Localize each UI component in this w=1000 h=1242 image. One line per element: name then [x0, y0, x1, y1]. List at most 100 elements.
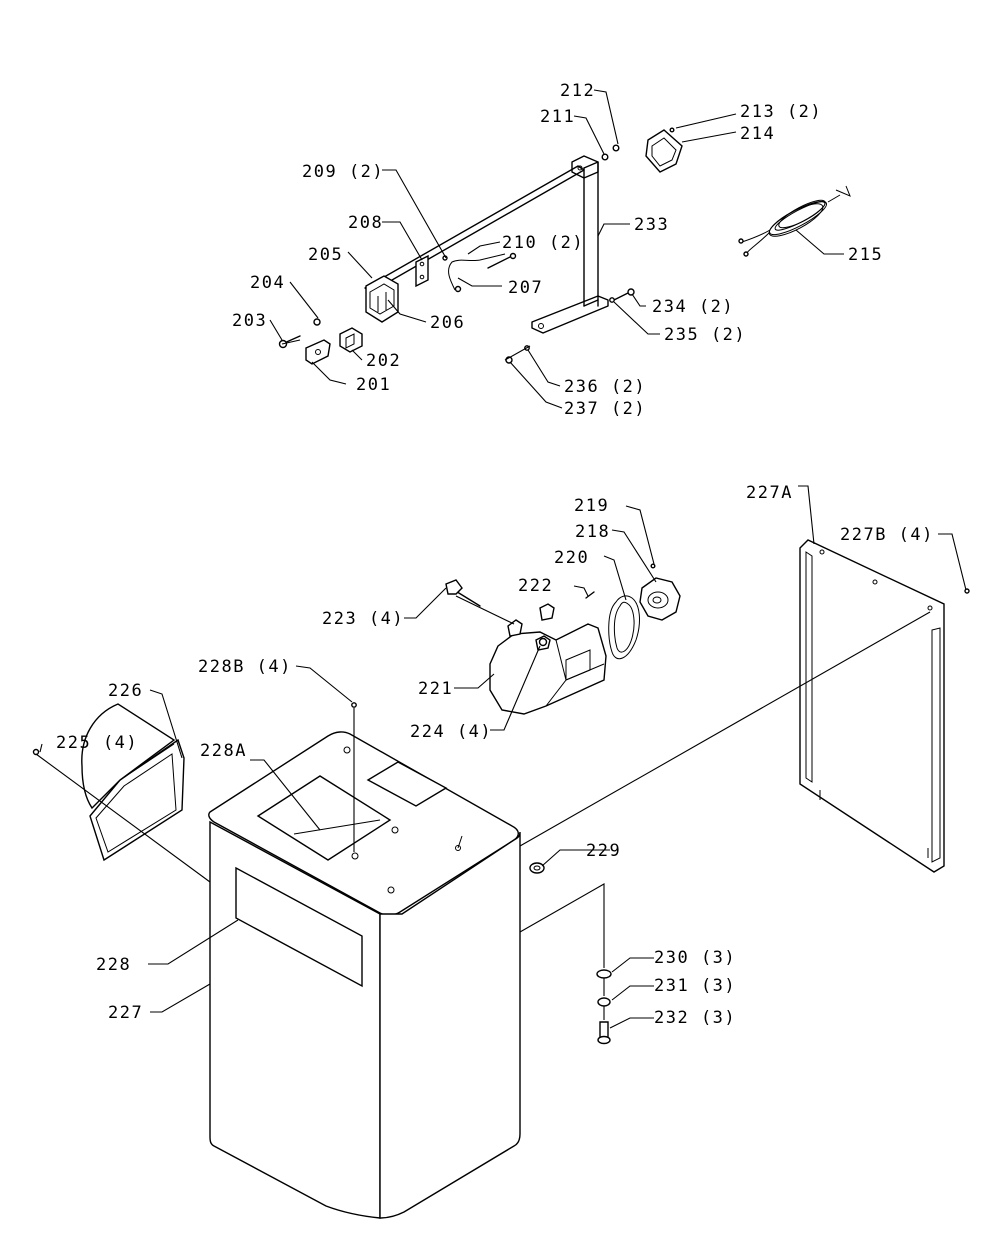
bracket-post	[583, 161, 599, 307]
cabinet-side	[379, 831, 521, 1219]
plate-hole	[419, 274, 425, 280]
lower-hardware	[529, 862, 612, 1045]
motor-assembly	[445, 563, 681, 715]
panel-flange	[931, 627, 941, 863]
label-228A: 228A	[200, 741, 247, 761]
label-228: 228	[96, 955, 131, 975]
screw-225	[32, 748, 40, 756]
bracket-foot	[531, 295, 609, 334]
switch-box-face	[369, 283, 395, 315]
label-221: 221	[418, 679, 453, 699]
label-230: 230 (3)	[654, 948, 736, 968]
label-214: 214	[740, 124, 775, 144]
switch-box-detail	[377, 292, 387, 312]
dust-hood-226	[32, 703, 185, 862]
label-228B: 228B (4)	[198, 657, 292, 677]
label-218: 218	[575, 522, 610, 542]
cable-end	[454, 285, 462, 293]
label-213: 213 (2)	[740, 102, 822, 122]
label-219: 219	[574, 496, 609, 516]
washer-231	[597, 997, 611, 1007]
label-206: 206	[430, 313, 465, 333]
part-labels: 201 202 203 204 205 206 207 208 209 (2) …	[56, 81, 934, 1028]
top-hole	[387, 886, 395, 894]
label-237: 237 (2)	[564, 399, 646, 419]
leader-lines	[39, 89, 967, 1029]
bracket-top-tab	[571, 155, 599, 179]
top-hole	[391, 826, 399, 834]
bracket-233	[364, 165, 585, 293]
top-opening-chute	[293, 819, 381, 835]
key-hole	[315, 349, 321, 355]
label-235: 235 (2)	[664, 325, 746, 345]
bolt-232	[599, 1021, 609, 1039]
plate-208	[415, 254, 429, 288]
panel-flange	[805, 551, 813, 783]
label-227: 227	[108, 1003, 143, 1023]
top-pin	[457, 835, 463, 849]
label-231: 231 (3)	[654, 976, 736, 996]
switch-paddle	[345, 333, 355, 349]
belt-220	[608, 595, 640, 660]
grommet-229-inner	[533, 865, 541, 871]
washer-230	[596, 969, 612, 979]
label-215: 215	[848, 245, 883, 265]
top-opening-small	[366, 761, 448, 807]
screw-210-head	[509, 252, 517, 260]
top-opening-228A	[256, 775, 392, 861]
top-hole	[455, 845, 461, 851]
switch-key-201	[305, 339, 331, 365]
label-201: 201	[356, 375, 391, 395]
bolt-234-head	[627, 288, 635, 296]
switch-box-205	[365, 275, 399, 323]
motor-mount-tab	[539, 603, 555, 621]
cabinet-227	[208, 702, 521, 1219]
washer-211	[601, 153, 609, 161]
assembly-lines	[35, 339, 931, 1020]
bracket-top-hole	[577, 165, 583, 171]
motor-mount-tab	[507, 619, 523, 637]
label-227B: 227B (4)	[840, 525, 934, 545]
cover-inner	[651, 137, 677, 167]
screw-213	[669, 127, 675, 133]
panel-hole	[819, 549, 825, 555]
plate-hole	[419, 261, 425, 267]
label-205: 205	[308, 245, 343, 265]
label-202: 202	[366, 351, 401, 371]
panel-hole	[927, 605, 933, 611]
nut-212	[612, 144, 620, 152]
label-204: 204	[250, 273, 285, 293]
motor-junction-box	[565, 649, 591, 681]
front-opening-228	[235, 866, 363, 988]
bolt-223	[453, 589, 481, 607]
washer-235	[609, 297, 615, 303]
setscrew-219	[650, 563, 656, 569]
label-226: 226	[108, 681, 143, 701]
label-224: 224 (4)	[410, 722, 492, 742]
switch-202	[339, 327, 363, 353]
bolt-232-head	[597, 1035, 611, 1045]
label-207: 207	[508, 278, 543, 298]
label-203: 203	[232, 311, 267, 331]
panel-227A	[799, 539, 970, 873]
label-210: 210 (2)	[502, 233, 584, 253]
label-220: 220	[554, 548, 589, 568]
top-hole	[351, 852, 359, 860]
label-212: 212	[560, 81, 595, 101]
label-211: 211	[540, 107, 575, 127]
power-cord-215	[738, 185, 851, 257]
label-208: 208	[348, 213, 383, 233]
label-223: 223 (4)	[322, 609, 404, 629]
label-232: 232 (3)	[654, 1008, 736, 1028]
top-hole	[343, 746, 351, 754]
foot-hole	[538, 323, 544, 329]
bolt-223-head	[445, 579, 463, 595]
grommet-229	[529, 862, 545, 874]
hood-edge	[119, 743, 175, 781]
label-229: 229	[586, 841, 621, 861]
nut-224	[538, 637, 548, 647]
cover-214	[645, 129, 683, 173]
label-222: 222	[518, 576, 553, 596]
switch-bracket-assembly	[278, 127, 851, 365]
